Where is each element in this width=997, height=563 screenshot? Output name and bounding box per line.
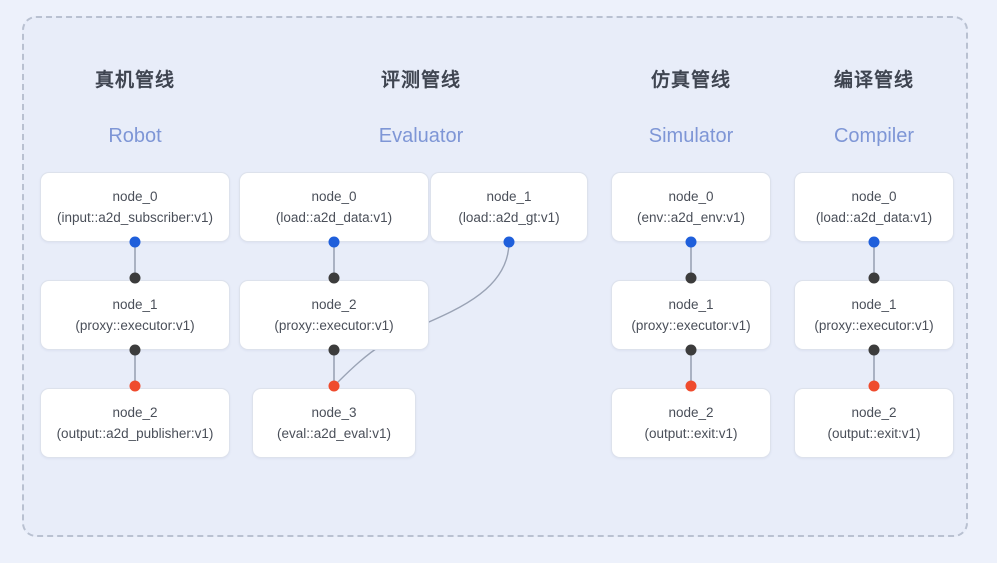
column-title-cn-evaluator: 评测管线	[380, 70, 461, 91]
node-spec: (env::a2d_env:v1)	[636, 210, 746, 225]
node-name: node_2	[851, 405, 897, 420]
node-evaluator-node_3[interactable]: node_3 (eval::a2d_eval:v1)	[252, 388, 416, 458]
port-output-simulator-node_1[interactable]	[685, 344, 697, 356]
node-name: node_2	[668, 405, 714, 420]
port-output-evaluator-node_2[interactable]	[328, 344, 340, 356]
node-spec: (output::exit:v1)	[644, 426, 738, 441]
port-input-evaluator-node_2[interactable]	[328, 272, 340, 284]
diagram-dashed-frame	[22, 16, 968, 537]
port-output-robot-node_1[interactable]	[129, 344, 141, 356]
node-robot-node_1[interactable]: node_1 (proxy::executor:v1)	[40, 280, 230, 350]
node-name: node_2	[112, 405, 158, 420]
port-output-simulator-node_0[interactable]	[685, 236, 697, 248]
node-name: node_0	[668, 189, 714, 204]
node-spec: (load::a2d_data:v1)	[275, 210, 393, 225]
node-name: node_1	[668, 297, 714, 312]
port-input-simulator-node_2[interactable]	[685, 380, 697, 392]
node-spec: (proxy::executor:v1)	[274, 318, 394, 333]
node-spec: (proxy::executor:v1)	[75, 318, 195, 333]
node-name: node_3	[311, 405, 357, 420]
column-title-en-compiler: Compiler	[833, 125, 915, 147]
port-input-compiler-node_2[interactable]	[868, 380, 880, 392]
column-title-en-evaluator: Evaluator	[378, 125, 464, 147]
node-compiler-node_1[interactable]: node_1 (proxy::executor:v1)	[794, 280, 954, 350]
node-spec: (input::a2d_subscriber:v1)	[56, 210, 214, 225]
node-simulator-node_1[interactable]: node_1 (proxy::executor:v1)	[611, 280, 771, 350]
node-name: node_0	[311, 189, 357, 204]
node-spec: (proxy::executor:v1)	[814, 318, 934, 333]
node-simulator-node_0[interactable]: node_0 (env::a2d_env:v1)	[611, 172, 771, 242]
node-robot-node_2[interactable]: node_2 (output::a2d_publisher:v1)	[40, 388, 230, 458]
node-spec: (eval::a2d_eval:v1)	[276, 426, 392, 441]
node-spec: (load::a2d_data:v1)	[815, 210, 933, 225]
node-name: node_1	[486, 189, 532, 204]
node-name: node_0	[112, 189, 158, 204]
node-evaluator-node_0[interactable]: node_0 (load::a2d_data:v1)	[239, 172, 429, 242]
column-title-en-simulator: Simulator	[648, 125, 734, 147]
node-name: node_1	[112, 297, 158, 312]
port-input-evaluator-node_3[interactable]	[328, 380, 340, 392]
node-spec: (proxy::executor:v1)	[631, 318, 751, 333]
node-spec: (output::exit:v1)	[827, 426, 921, 441]
port-output-evaluator-node_1[interactable]	[503, 236, 515, 248]
node-spec: (load::a2d_gt:v1)	[458, 210, 560, 225]
column-title-cn-compiler: 编译管线	[833, 70, 914, 91]
node-name: node_2	[311, 297, 357, 312]
node-simulator-node_2[interactable]: node_2 (output::exit:v1)	[611, 388, 771, 458]
port-input-compiler-node_1[interactable]	[868, 272, 880, 284]
port-output-compiler-node_0[interactable]	[868, 236, 880, 248]
column-title-cn-robot: 真机管线	[94, 70, 175, 91]
node-name: node_1	[851, 297, 897, 312]
node-spec: (output::a2d_publisher:v1)	[56, 426, 214, 441]
port-output-robot-node_0[interactable]	[129, 236, 141, 248]
node-name: node_0	[851, 189, 897, 204]
port-output-evaluator-node_0[interactable]	[328, 236, 340, 248]
port-output-compiler-node_1[interactable]	[868, 344, 880, 356]
port-input-simulator-node_1[interactable]	[685, 272, 697, 284]
column-title-cn-simulator: 仿真管线	[650, 70, 731, 91]
node-evaluator-node_1[interactable]: node_1 (load::a2d_gt:v1)	[430, 172, 588, 242]
port-input-robot-node_2[interactable]	[129, 380, 141, 392]
port-input-robot-node_1[interactable]	[129, 272, 141, 284]
node-compiler-node_0[interactable]: node_0 (load::a2d_data:v1)	[794, 172, 954, 242]
node-compiler-node_2[interactable]: node_2 (output::exit:v1)	[794, 388, 954, 458]
column-title-en-robot: Robot	[108, 125, 162, 147]
node-evaluator-node_2[interactable]: node_2 (proxy::executor:v1)	[239, 280, 429, 350]
node-robot-node_0[interactable]: node_0 (input::a2d_subscriber:v1)	[40, 172, 230, 242]
